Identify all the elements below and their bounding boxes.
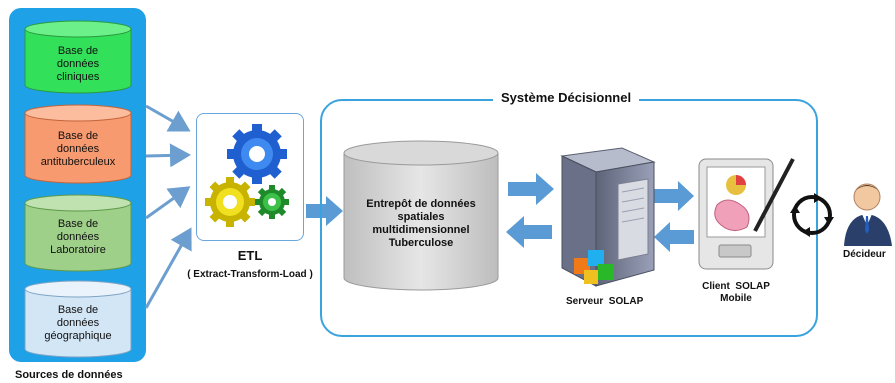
db-label-line: antituberculeux [40,156,116,168]
decider [842,180,895,250]
cycle-icon [790,193,834,237]
db-label-line: Base de [57,218,99,230]
warehouse-label-line: Entrepôt de données [366,198,476,210]
solap-mobile-client [697,155,795,275]
db-cylinder-icon [24,104,132,184]
db-label-line: Base de [57,304,99,316]
sources-title: Sources de données [15,369,123,381]
source-arrow [145,186,191,220]
server-to-warehouse-arrow [506,216,552,248]
db-label-line: données [56,143,100,155]
db-antituberculeux: Base de données antituberculeux [24,104,132,184]
server-label: Serveur SOLAP [566,296,644,307]
solap-server [560,146,660,296]
source-arrow [144,227,192,309]
gears-icon [205,124,289,227]
db-geographique: Base de données géographique [24,280,132,358]
db-label-line: Laboratoire [50,244,106,256]
server-to-client-arrow [654,181,694,211]
person-icon [844,183,892,246]
etl-to-warehouse-arrow [306,196,343,226]
client-to-server-arrow [654,222,694,252]
data-warehouse: Entrepôt de données spatiales multidimen… [343,140,499,292]
source-arrow [145,104,191,132]
db-label-line: données [56,231,100,243]
client-label: Client SOLAP Mobile [694,281,778,305]
client-label-line: Mobile [720,293,752,304]
db-cylinder-icon [24,280,132,358]
warehouse-cylinder-icon [343,140,499,291]
warehouse-label-line: spatiales [397,211,445,223]
decider-label: Décideur [843,249,886,260]
etl-title: ETL [237,248,263,263]
db-label-line: géographique [44,330,112,342]
server-icon [560,147,656,287]
client-label-line: Client SOLAP [702,281,770,292]
system-title: Système Décisionnel [493,90,640,105]
source-arrow [145,143,191,168]
db-label-line: données [56,317,100,329]
mobile-device-icon [698,158,795,270]
etl-box [196,113,304,241]
db-label-line: Base de [57,45,99,57]
warehouse-label-line: multidimensionnel [372,224,470,236]
warehouse-label-line: Tuberculose [388,237,454,249]
db-laboratoire: Base de données Laboratoire [24,194,132,272]
db-cylinder-icon [24,20,132,94]
db-label-line: données [56,58,100,70]
db-label-line: Base de [57,130,99,142]
warehouse-to-server-arrow [508,173,554,205]
etl-subtitle: ( Extract-Transform-Load ) [187,269,313,280]
db-cliniques: Base de données cliniques [24,20,132,94]
db-label-line: cliniques [56,71,100,83]
db-cylinder-icon [24,194,132,272]
